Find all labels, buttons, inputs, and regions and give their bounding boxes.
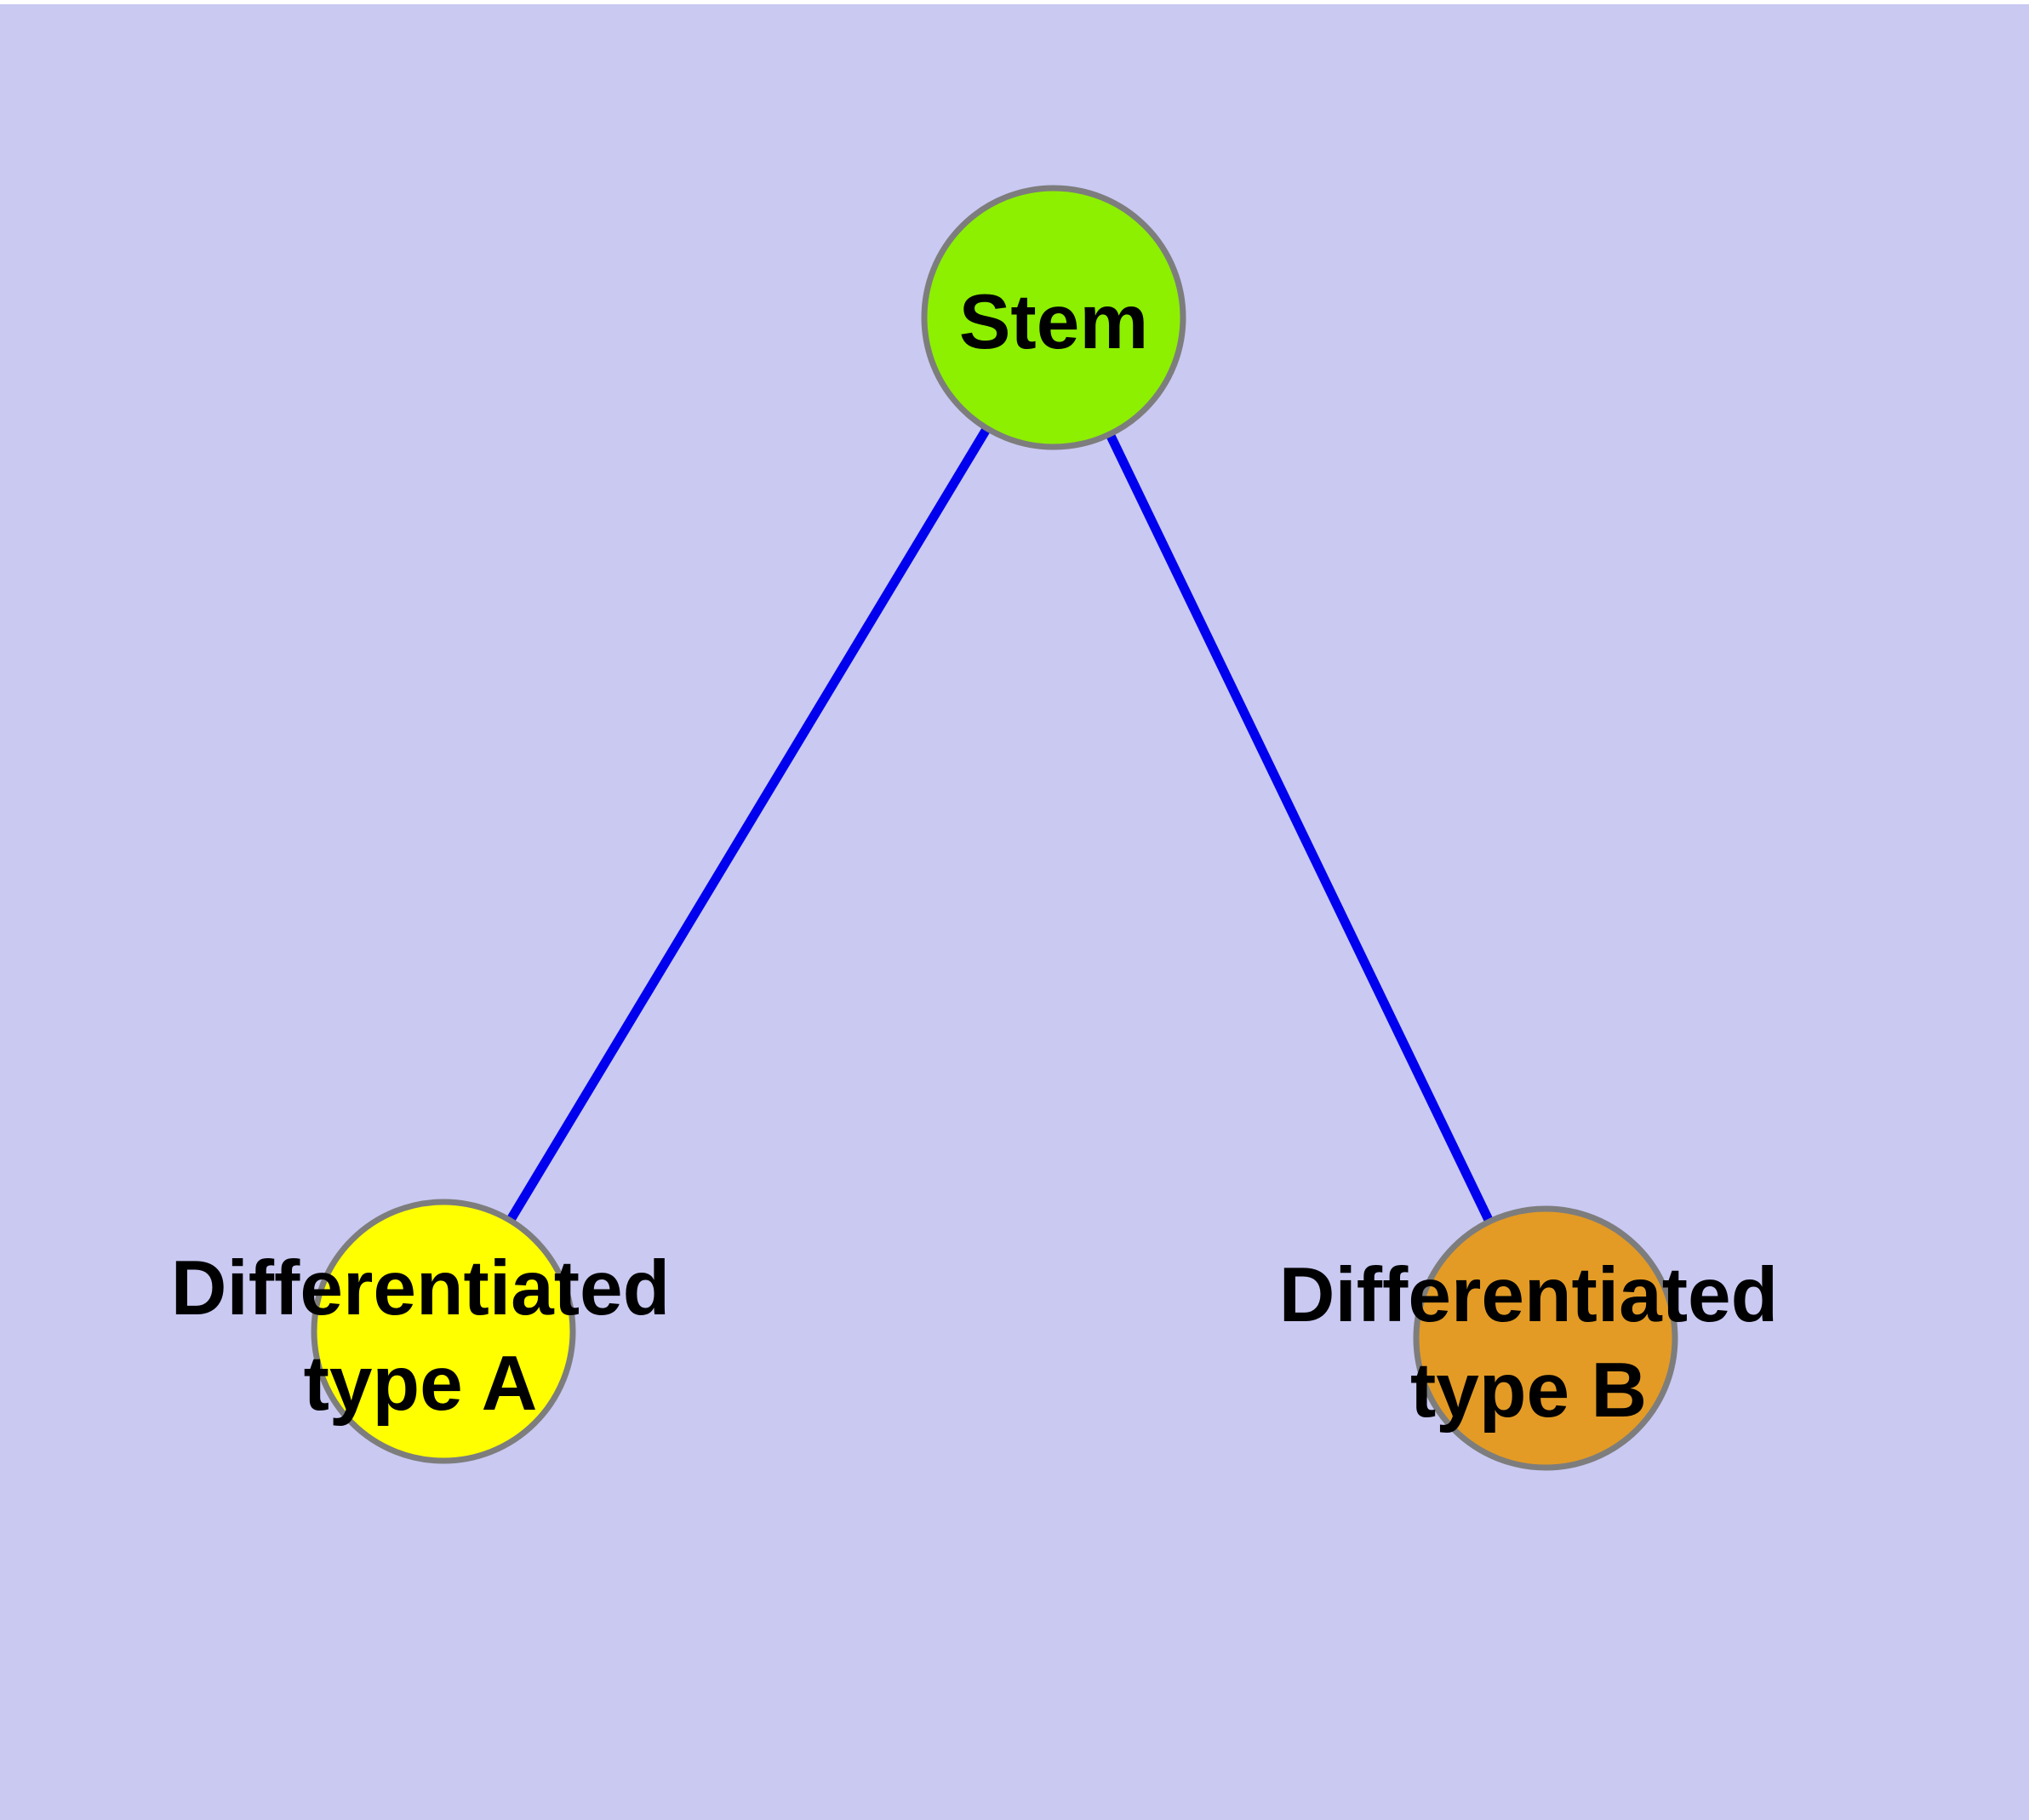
node-label-differentiated-type-a: Differentiated type A: [171, 1245, 671, 1427]
edge-stem-differentiated-type-b: [1049, 315, 1550, 1341]
node-label-differentiated-type-b: Differentiated type B: [1279, 1252, 1779, 1434]
node-label-line: Differentiated: [1279, 1252, 1779, 1338]
node-label-line: Stem: [959, 279, 1149, 365]
node-differentiated-type-a: [311, 1199, 576, 1464]
node-label-stem: Stem: [959, 279, 1149, 365]
node-label-line: type B: [1410, 1348, 1647, 1434]
edge-stem-differentiated-type-a: [439, 315, 1058, 1334]
node-label-line: Differentiated: [171, 1245, 671, 1331]
node-differentiated-type-b: [1413, 1205, 1678, 1471]
node-stem: [921, 185, 1186, 450]
node-label-line: type A: [304, 1341, 538, 1427]
